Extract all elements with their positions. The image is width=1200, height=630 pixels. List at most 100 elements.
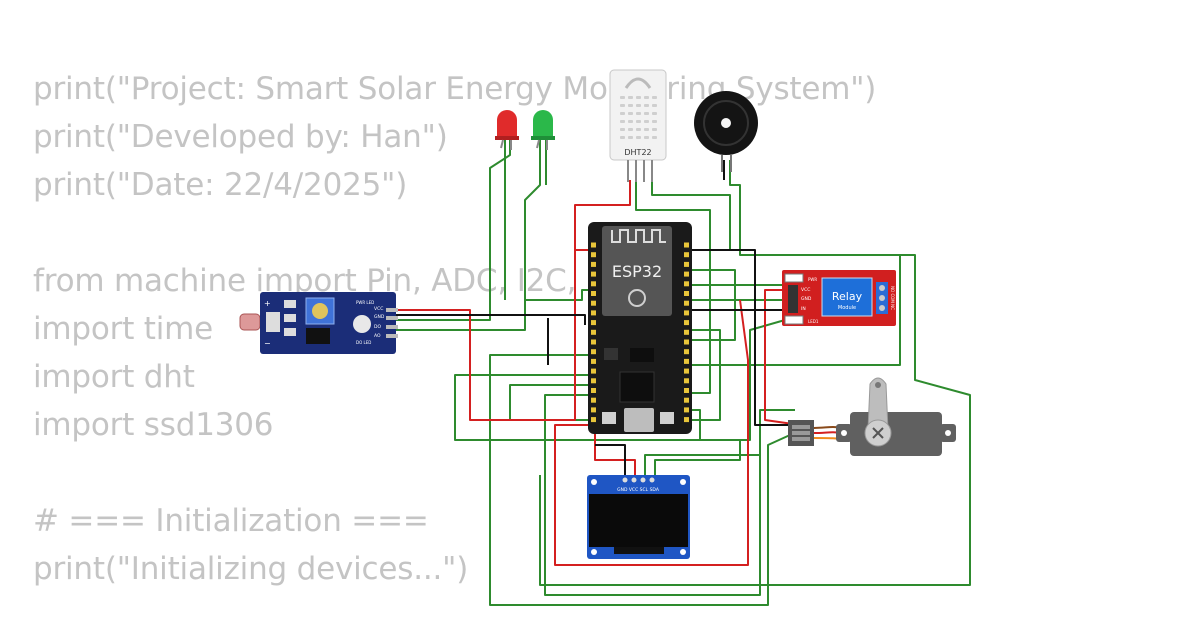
oled-display[interactable]: GND VCC SCL SDA	[587, 475, 690, 559]
code-line-10: # === Initialization ===	[33, 503, 429, 539]
esp32-left-pin[interactable]	[591, 300, 596, 306]
esp32-button-en[interactable]	[660, 412, 674, 424]
red-led[interactable]	[495, 110, 519, 150]
esp32-right-pin[interactable]	[684, 271, 689, 277]
esp32-right-pin[interactable]	[684, 329, 689, 335]
wire-green-led-signal[interactable]	[395, 140, 541, 331]
esp32-left-pin[interactable]	[591, 397, 596, 403]
esp32-right-pin[interactable]	[684, 281, 689, 287]
ldr-minus: −	[264, 339, 271, 348]
esp32-right-pin-header	[684, 242, 689, 423]
wire-ldr-to-esp32[interactable]	[524, 289, 595, 301]
esp32-right-pin[interactable]	[684, 252, 689, 258]
relay-module[interactable]: Relay Module PWR LED1 VCC GND IN NO COM …	[782, 270, 896, 326]
esp32-right-pin[interactable]	[684, 261, 689, 267]
esp32-right-pin[interactable]	[684, 320, 689, 326]
esp32-right-pin[interactable]	[684, 291, 689, 296]
ldr-pot-knob[interactable]	[312, 303, 328, 319]
dht22-vent-slot	[628, 136, 633, 139]
relay-led1	[784, 315, 804, 325]
buzzer[interactable]	[694, 91, 758, 172]
dht22-vent-slot	[628, 112, 633, 115]
esp32-right-pin[interactable]	[684, 349, 689, 355]
ldr-header-pin-do	[386, 325, 398, 329]
esp32-left-pin[interactable]	[591, 388, 596, 393]
wire-esp-gnd-servo[interactable]	[690, 249, 790, 426]
esp32-right-pin[interactable]	[684, 378, 689, 384]
dht22-vent-slot	[652, 120, 657, 123]
esp32-right-pin[interactable]	[684, 397, 689, 403]
wire-dht22-data[interactable]	[635, 180, 711, 394]
dht22-vent-grid	[620, 96, 657, 139]
wire-buzzer[interactable]	[595, 160, 901, 366]
esp32-right-pin[interactable]	[684, 300, 689, 306]
ldr-sensor-module[interactable]: + − PWR LED DO LED VCC GND DO AO	[239, 292, 398, 354]
dht22-vent-slot	[636, 96, 641, 99]
ldr-comparator-chip	[306, 328, 330, 344]
dht22-vent-slot	[652, 112, 657, 115]
relay-screw-no[interactable]	[879, 285, 885, 291]
dht22-sensor[interactable]: DHT22	[609, 69, 667, 182]
esp32-left-pin-header	[591, 242, 596, 423]
esp32-right-pin[interactable]	[684, 417, 689, 423]
ldr-header-pin-ao	[386, 334, 398, 338]
esp32-button-boot[interactable]	[602, 412, 616, 424]
esp32-right-pin[interactable]	[684, 310, 689, 316]
wire-oled-gnd[interactable]	[595, 444, 626, 475]
code-line-5: from machine import Pin, ADC, I2C, PWM	[33, 263, 662, 299]
esp32-board[interactable]: ESP32	[588, 222, 692, 434]
relay-screw-nc[interactable]	[879, 305, 885, 311]
red-led-cathode	[500, 139, 504, 149]
esp32-left-pin[interactable]	[591, 320, 596, 326]
micro-usb-port[interactable]	[624, 408, 654, 432]
dht22-vent-slot	[644, 104, 649, 107]
esp32-left-pin[interactable]	[591, 339, 596, 345]
esp32-regulator	[604, 348, 618, 360]
esp32-right-pin[interactable]	[684, 242, 689, 248]
servo-horn[interactable]	[867, 377, 889, 431]
esp32-right-pin[interactable]	[684, 368, 689, 374]
esp32-left-pin[interactable]	[591, 349, 596, 355]
wire-relay-vcc-servo[interactable]	[764, 289, 801, 426]
ldr-socket	[266, 312, 280, 332]
ldr-resistor-1	[284, 300, 296, 308]
esp32-left-pin[interactable]	[591, 281, 596, 287]
esp32-right-pin[interactable]	[684, 407, 689, 413]
esp32-left-pin[interactable]	[591, 271, 596, 277]
wire-esp-servo-signal[interactable]	[544, 394, 761, 596]
green-led[interactable]	[531, 110, 555, 150]
wire-oled-vcc[interactable]	[554, 299, 749, 566]
ldr-plus: +	[264, 299, 271, 308]
esp32-left-pin[interactable]	[591, 329, 596, 335]
buzzer-hole	[721, 118, 731, 128]
dht22-vent-slot	[652, 136, 657, 139]
esp32-left-pin[interactable]	[591, 242, 596, 248]
ldr-pin-gnd-label: GND	[374, 314, 385, 320]
esp32-left-pin[interactable]	[591, 358, 596, 364]
esp32-left-pin[interactable]	[591, 252, 596, 258]
esp32-right-pin[interactable]	[684, 358, 689, 364]
esp32-left-pin[interactable]	[591, 261, 596, 267]
dht22-vent-slot	[620, 104, 625, 107]
relay-screw-com[interactable]	[879, 295, 885, 301]
esp32-left-pin[interactable]	[591, 378, 596, 384]
wire-relay-to-servo[interactable]	[539, 254, 971, 586]
esp32-left-pin[interactable]	[591, 310, 596, 316]
esp32-right-pin[interactable]	[684, 339, 689, 345]
green-led-rim	[531, 136, 555, 140]
esp32-right-pin[interactable]	[684, 388, 689, 393]
wire-ldr-gnd[interactable]	[395, 314, 586, 325]
esp32-left-pin[interactable]	[591, 417, 596, 423]
servo-motor[interactable]	[788, 377, 956, 456]
esp32-left-pin[interactable]	[591, 407, 596, 413]
esp32-left-pin[interactable]	[591, 291, 596, 296]
wire-ldr-vcc[interactable]	[395, 180, 631, 421]
wire-servo-loop[interactable]	[489, 354, 791, 606]
wire-esp-relay[interactable]	[690, 319, 786, 441]
esp32-left-pin[interactable]	[591, 368, 596, 374]
ldr-pin-ao-label: AO	[374, 333, 381, 339]
wire-red-led-signal[interactable]	[395, 140, 511, 321]
relay-cube	[821, 277, 873, 317]
dht22-vent-slot	[620, 112, 625, 115]
